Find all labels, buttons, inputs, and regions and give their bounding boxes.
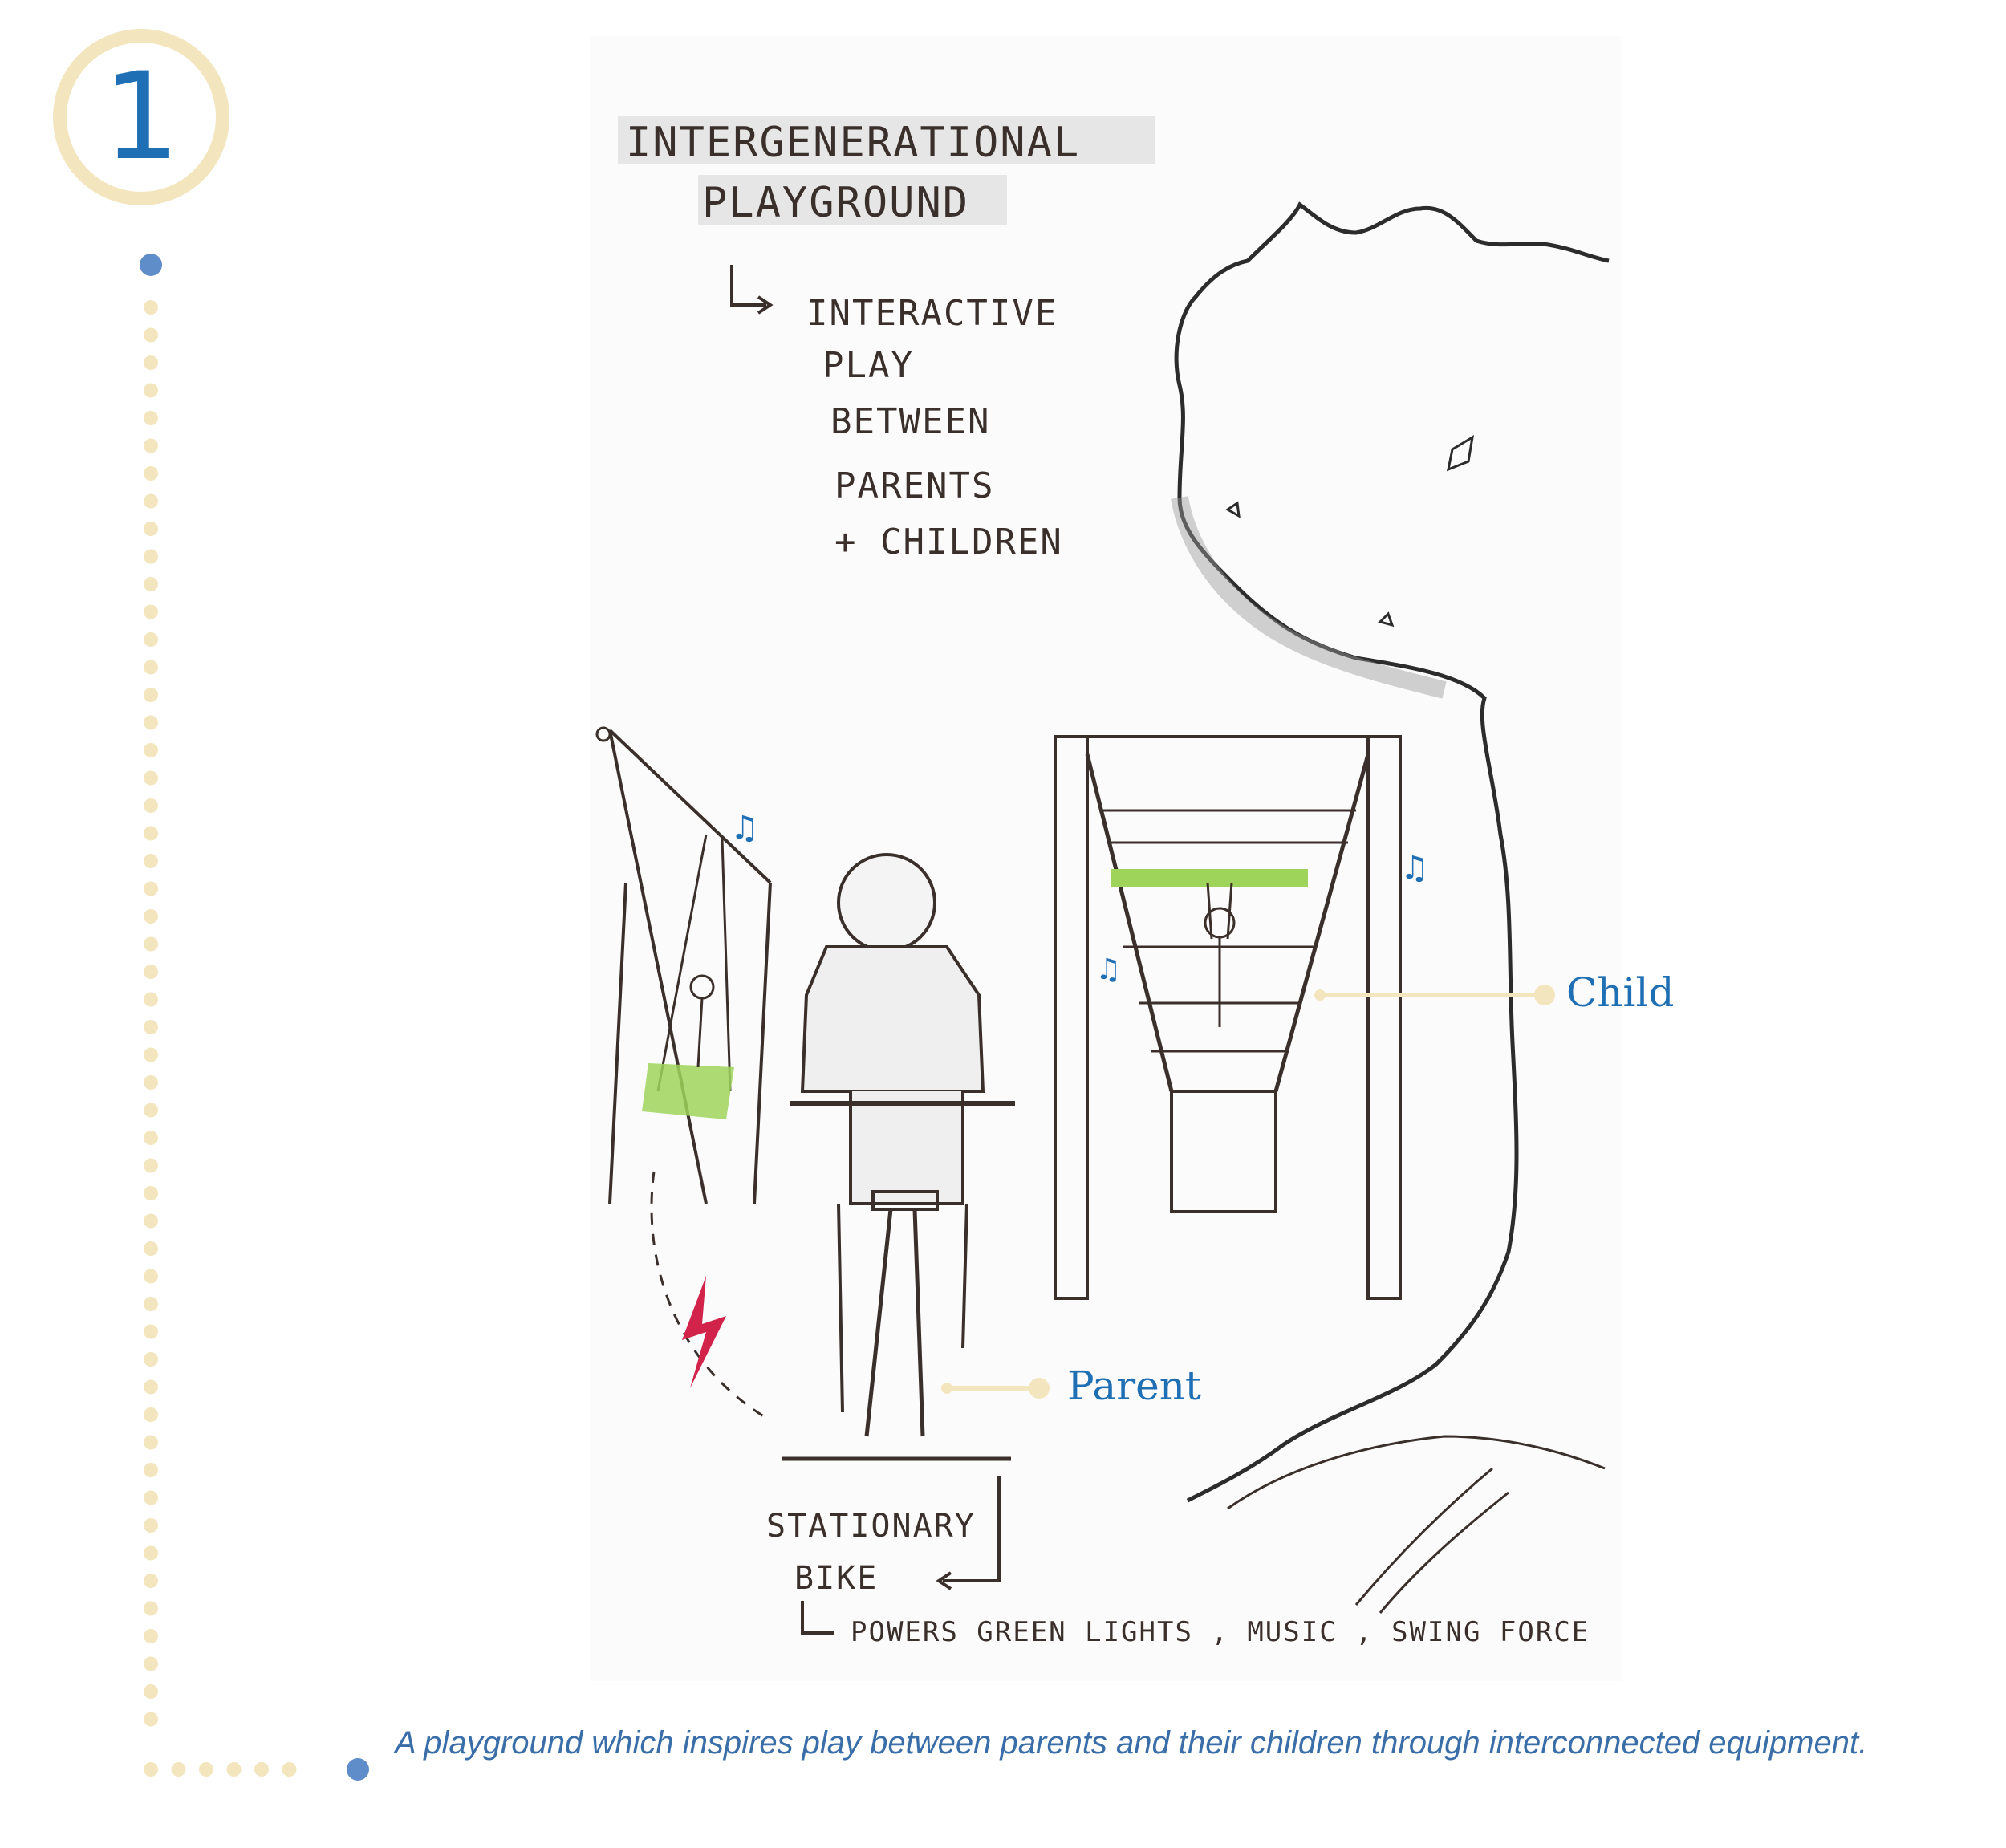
bike-seat bbox=[871, 1190, 939, 1211]
grass-hill bbox=[1227, 1435, 1606, 1510]
lightning-bolt bbox=[682, 1276, 726, 1388]
grass-path-2 bbox=[1379, 1491, 1509, 1614]
green-light-bar bbox=[1111, 869, 1308, 887]
child-body bbox=[1206, 882, 1233, 1027]
note-line-4: PARENTS bbox=[834, 465, 994, 506]
bike-label-arrowhead bbox=[936, 1571, 952, 1590]
parent-legs bbox=[837, 1203, 968, 1413]
bars-left-post bbox=[1054, 735, 1089, 1300]
parent-torso bbox=[800, 945, 985, 1093]
caption-bullet-dot bbox=[347, 1758, 369, 1781]
music-note-icon-2: ♫ bbox=[1400, 850, 1429, 887]
bike-label-bracket bbox=[943, 1476, 1001, 1582]
child-label: Child bbox=[1566, 969, 1675, 1016]
swing-green-seat bbox=[642, 1063, 734, 1119]
child-callout-anchor bbox=[1314, 989, 1326, 1001]
leaf-mark bbox=[1446, 435, 1475, 472]
title-highlight-2 bbox=[698, 175, 1007, 225]
caption: A playground which inspires play between… bbox=[395, 1725, 1868, 1761]
leaf-mark-2 bbox=[1225, 501, 1241, 518]
grass-path-1 bbox=[1354, 1467, 1493, 1606]
swing-child-body bbox=[696, 997, 704, 1068]
parent-head bbox=[837, 853, 936, 952]
swing-ropes bbox=[656, 834, 732, 1092]
parent-shorts bbox=[849, 1091, 964, 1205]
note-line-5: + CHILDREN bbox=[834, 522, 1063, 563]
parent-label: Parent bbox=[1067, 1363, 1201, 1409]
note-line-3: BETWEEN bbox=[830, 401, 990, 442]
powers-note: POWERS GREEN LIGHTS , MUSIC , SWING FORC… bbox=[851, 1616, 1590, 1648]
energy-arc bbox=[650, 1171, 771, 1422]
music-note-icon-3: ♫ bbox=[1095, 953, 1121, 986]
sketch-title-line2: PLAYGROUND bbox=[702, 179, 969, 227]
timeline-start-dot bbox=[140, 254, 162, 276]
powers-arrow bbox=[801, 1601, 834, 1635]
step-number: 1 bbox=[103, 47, 180, 187]
child-callout-dot bbox=[1534, 985, 1555, 1005]
bike-frame bbox=[864, 1208, 925, 1437]
sketch-title-line1: INTERGENERATIONAL bbox=[626, 119, 1080, 167]
swing-frame bbox=[608, 729, 772, 1204]
note-arrow bbox=[730, 265, 766, 307]
parent-callout-dot bbox=[1029, 1378, 1050, 1399]
bike-label-line1: STATIONARY bbox=[766, 1508, 976, 1545]
note-line-1: INTERACTIVE bbox=[806, 293, 1058, 334]
swing-hook bbox=[595, 726, 611, 742]
title-highlight bbox=[618, 116, 1155, 164]
ladder-base bbox=[1170, 1090, 1277, 1213]
bars-right-post bbox=[1366, 735, 1402, 1300]
bike-label-line2: BIKE bbox=[794, 1560, 878, 1597]
note-arrowhead bbox=[757, 295, 774, 315]
tree-outline bbox=[1174, 201, 1610, 1503]
parent-callout-anchor bbox=[941, 1383, 952, 1394]
swing-child-head bbox=[689, 974, 715, 1000]
music-note-icon-1: ♫ bbox=[730, 810, 759, 847]
tree-shadow bbox=[1171, 496, 1447, 699]
leaf-mark-3 bbox=[1378, 611, 1395, 628]
note-line-2: PLAY bbox=[822, 345, 914, 386]
